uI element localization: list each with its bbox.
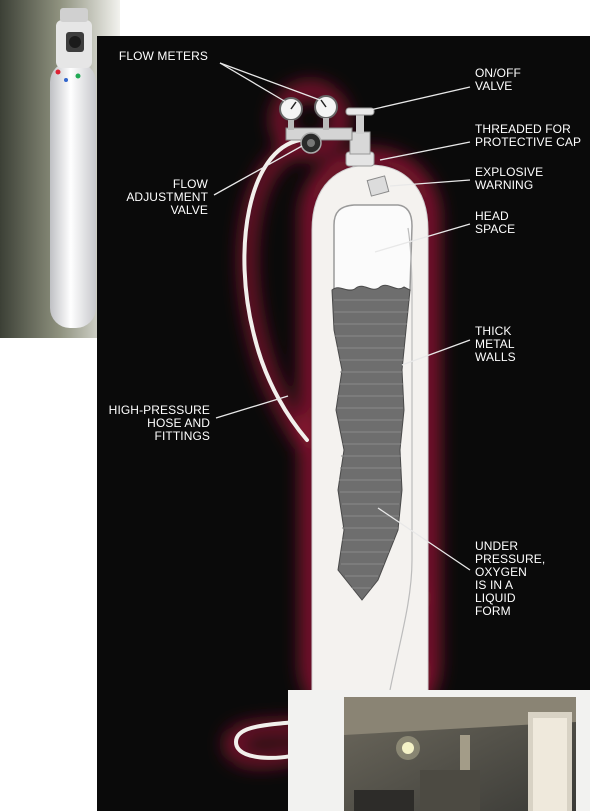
label-under-pressure: UNDER PRESSURE, OXYGEN IS IN A LIQUID FO… [475,540,585,618]
head-space [334,205,412,290]
flow-adjustment-knob [301,133,321,153]
label-on-off-valve: ON/OFF VALVE [475,67,585,93]
label-head-space: HEAD SPACE [475,210,585,236]
label-threaded-for-protective-cap: THREADED FOR PROTECTIVE CAP [475,123,587,149]
room-photo [288,690,590,811]
label-thick-metal-walls: THICK METAL WALLS [475,325,585,364]
label-high-pressure-hose: HIGH-PRESSURE HOSE AND FITTINGS [104,404,210,443]
label-explosive-warning: EXPLOSIVE WARNING [475,166,585,192]
label-flow-meters: FLOW METERS [110,50,208,63]
label-flow-adjustment-valve: FLOW ADJUSTMENT VALVE [108,178,208,217]
